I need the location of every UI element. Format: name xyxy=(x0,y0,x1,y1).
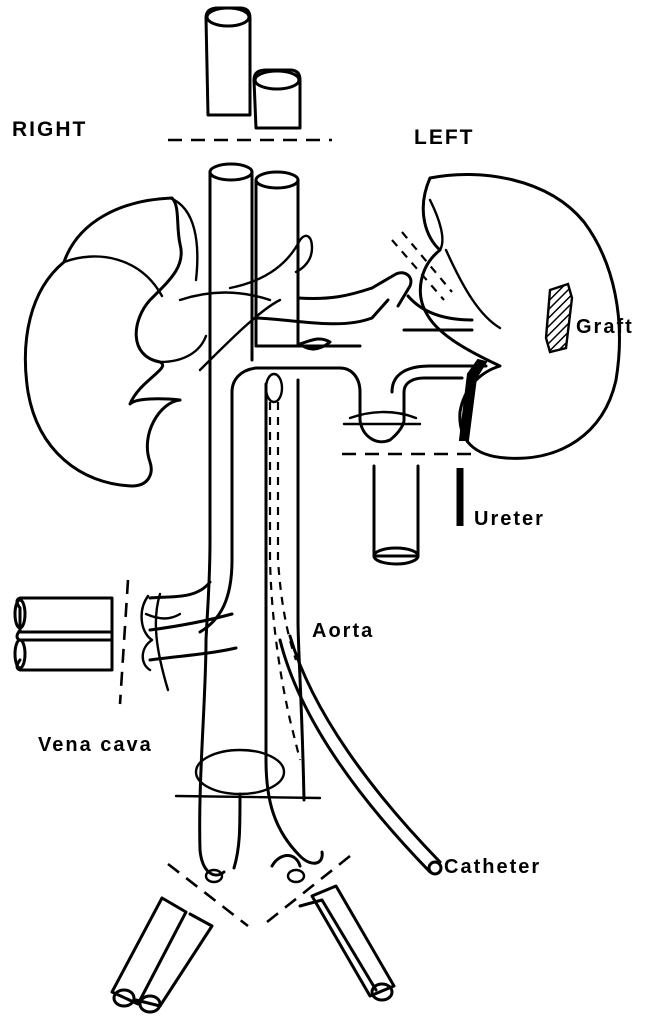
aorta-label: Aorta xyxy=(312,620,374,643)
graft-patch xyxy=(546,284,572,352)
vena-cava-label: Vena cava xyxy=(38,734,153,757)
vena-cava xyxy=(206,164,252,640)
bifurcation-cut-right xyxy=(262,856,350,926)
right-kidney xyxy=(25,198,206,486)
left-renal-cut xyxy=(392,240,444,300)
upper-vessel-stumps xyxy=(206,8,300,128)
ureter-top xyxy=(460,360,486,440)
left-side-label: LEFT xyxy=(414,126,475,150)
renal-vessels xyxy=(180,236,472,370)
left-lower-branches xyxy=(344,360,486,442)
graft-label: Graft xyxy=(576,316,634,339)
ureter-label: Ureter xyxy=(474,508,545,531)
left-lower-stump xyxy=(374,466,418,564)
distal-iliac-stumps xyxy=(112,886,394,1012)
right-side-label: RIGHT xyxy=(12,118,87,142)
catheter-label: Catheter xyxy=(444,856,541,879)
right-iliac-cut xyxy=(120,580,128,704)
